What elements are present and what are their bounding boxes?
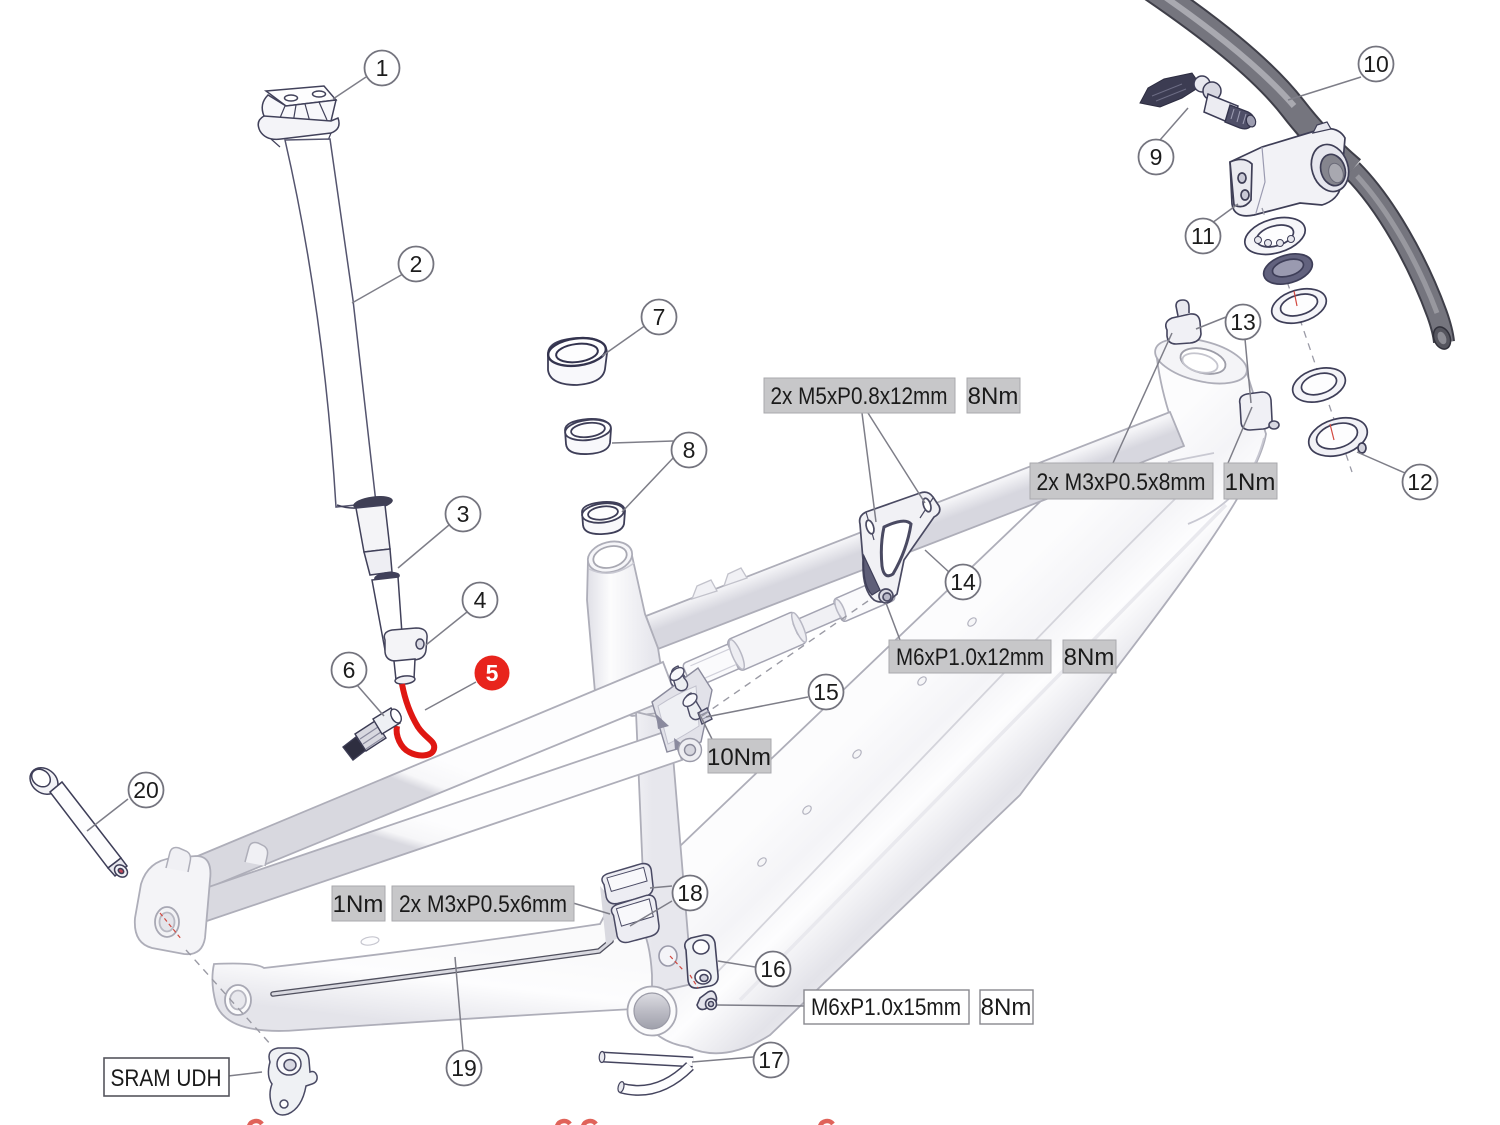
svg-text:3: 3 — [457, 501, 470, 527]
svg-text:M6xP1.0x15mm: M6xP1.0x15mm — [811, 994, 961, 1021]
svg-text:12: 12 — [1407, 469, 1433, 495]
svg-text:M6xP1.0x12mm: M6xP1.0x12mm — [896, 644, 1044, 671]
svg-text:8Nm: 8Nm — [1064, 644, 1115, 671]
svg-text:6: 6 — [343, 657, 356, 683]
svg-text:8: 8 — [683, 437, 696, 463]
svg-text:1Nm: 1Nm — [333, 891, 384, 918]
svg-text:4: 4 — [474, 587, 487, 613]
svg-text:8Nm: 8Nm — [981, 994, 1032, 1021]
svg-text:1: 1 — [376, 55, 389, 81]
svg-text:11: 11 — [1191, 223, 1215, 249]
svg-text:SRAM UDH: SRAM UDH — [111, 1065, 222, 1092]
svg-text:14: 14 — [950, 569, 976, 595]
svg-text:19: 19 — [451, 1055, 477, 1081]
svg-text:13: 13 — [1230, 309, 1256, 335]
svg-text:2x M3xP0.5x6mm: 2x M3xP0.5x6mm — [399, 891, 567, 918]
svg-text:5: 5 — [486, 660, 499, 686]
svg-text:20: 20 — [133, 777, 159, 803]
svg-text:17: 17 — [758, 1047, 784, 1073]
svg-text:2: 2 — [410, 251, 423, 277]
svg-text:9: 9 — [1150, 144, 1163, 170]
svg-text:16: 16 — [760, 956, 786, 982]
svg-text:15: 15 — [813, 679, 839, 705]
svg-text:7: 7 — [653, 304, 666, 330]
svg-text:18: 18 — [677, 880, 703, 906]
svg-text:1Nm: 1Nm — [1225, 469, 1276, 496]
svg-text:8Nm: 8Nm — [968, 383, 1019, 410]
svg-text:10: 10 — [1363, 51, 1389, 77]
svg-text:2x M5xP0.8x12mm: 2x M5xP0.8x12mm — [771, 383, 948, 410]
svg-text:10Nm: 10Nm — [707, 744, 771, 771]
svg-text:2x M3xP0.5x8mm: 2x M3xP0.5x8mm — [1037, 469, 1206, 496]
